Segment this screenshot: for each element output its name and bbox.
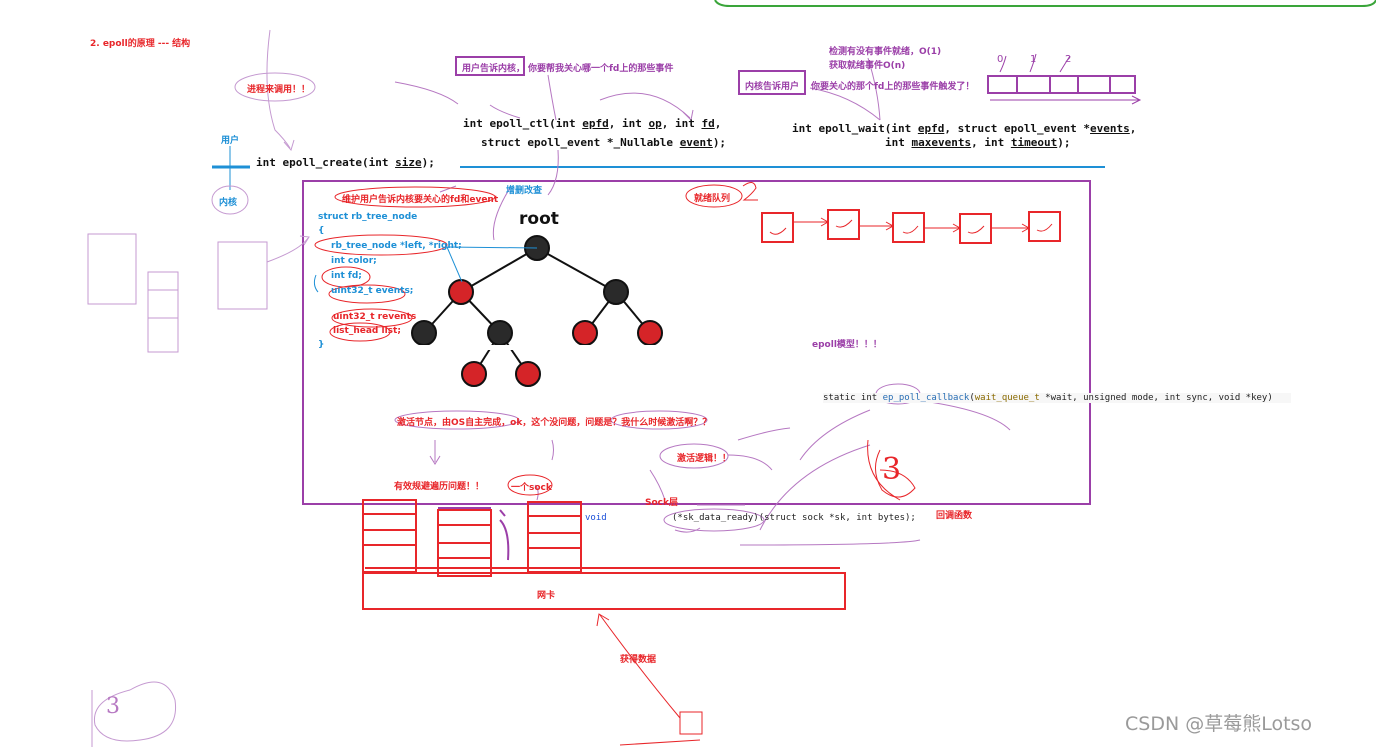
hand-num-1: 1	[1030, 54, 1037, 65]
watermark: CSDN @草莓熊Lotso	[1125, 713, 1313, 735]
hand-num-2: 2	[1065, 54, 1072, 65]
tree-root-label: root	[519, 209, 559, 229]
kernel-tells-user-rest: 你要关心的那个fd上的那些事件触发了！	[811, 82, 975, 92]
kernel-tells-user-frame	[738, 70, 806, 95]
ctl-p2: , int	[608, 117, 649, 130]
activate-logic-label: 激活逻辑！！	[677, 454, 732, 464]
kernel-label: 内核	[219, 198, 238, 208]
epoll-model-box	[302, 180, 1091, 505]
kernel-tells-user-box: 内核告诉用户	[745, 82, 800, 92]
ctl-p4: ,	[714, 117, 722, 130]
cb-a1: ep_poll_callback	[882, 393, 970, 403]
hand-num-0: 0	[997, 54, 1004, 65]
sk-p1: (*sk_data_ready)	[672, 513, 759, 523]
struct-line-1: {	[318, 226, 325, 236]
ctl-p3: , int	[661, 117, 702, 130]
sock-layer-label: Sock层	[645, 498, 678, 508]
wait2-a2: timeout	[1010, 136, 1058, 149]
hand-num-3-bottom: 3	[106, 694, 120, 719]
process-call-label: 进程来调用！！	[247, 85, 311, 95]
cb-p1: static int	[823, 393, 883, 403]
page-title: 2. epoll的原理 --- 结构	[90, 39, 191, 49]
epoll-wait-line2: int maxevents, int timeout);	[885, 136, 1070, 149]
struct-line-5: uint32_t events;	[331, 286, 414, 296]
user-tells-kernel-rest: 你要帮我关心哪一个fd上的那些事件	[528, 64, 674, 74]
ready-queue-list	[761, 209, 1061, 244]
wait-p3: ,	[1129, 122, 1137, 135]
hand-num-3: 3	[882, 452, 902, 487]
struct-line-0: struct rb_tree_node	[318, 212, 418, 222]
callback-label: 回调函数	[936, 511, 973, 521]
ctl-p1: int epoll_ctl(int	[463, 117, 583, 130]
user-label: 用户	[221, 136, 240, 146]
wait-a2: events	[1090, 122, 1130, 135]
epoll-ctl-line1: int epoll_ctl(int epfd, int op, int fd,	[463, 117, 721, 130]
ready-queue-arrows	[769, 217, 1053, 235]
epoll-wait-line1: int epoll_wait(int epfd, struct epoll_ev…	[792, 122, 1136, 135]
ctl-a1: epfd	[582, 117, 609, 130]
wait2-p2: , int	[971, 136, 1011, 149]
one-sock-label: 一个sock	[511, 483, 552, 493]
ready-queue-label: 就绪队列	[694, 194, 731, 204]
avoid-traverse-label: 有效规避遍历问题！！	[394, 482, 485, 492]
epoll-create-code: int epoll_create(int size);	[256, 156, 435, 169]
top-sketch-arrows	[394, 57, 881, 241]
crud-label: 增删改查	[506, 186, 543, 196]
wait2-a1: maxevents	[911, 136, 972, 149]
cb-p2: (	[969, 393, 975, 403]
wait2-p3: );	[1057, 136, 1071, 149]
nic-label: 网卡	[537, 591, 556, 601]
struct-line-6: uint32_t revents	[333, 312, 417, 322]
wait-a1: epfd	[917, 122, 945, 135]
cb-a2: wait_queue_t	[974, 393, 1040, 403]
epoll-create-arg: size	[395, 156, 422, 169]
epoll-create-pre: int epoll_create(int	[256, 156, 396, 169]
sock-buffers	[362, 499, 582, 577]
hand-2-mark	[742, 182, 758, 201]
get-ready-label: 获取就绪事件O(n)	[829, 61, 906, 71]
ctl-a3: fd	[701, 117, 715, 130]
sk-p2: (struct sock *sk, int bytes);	[758, 513, 916, 523]
rb-tree	[411, 235, 663, 387]
left-sketch-boxes	[87, 29, 316, 747]
user-tells-kernel-frame	[455, 56, 525, 76]
check-events-label: 检测有没有事件就绪，O(1)	[829, 47, 942, 57]
struct-line-3: int color;	[331, 256, 377, 266]
get-data-arrow	[596, 613, 703, 746]
void-keyword: void	[585, 513, 607, 523]
ctl2-a1: event	[679, 136, 713, 149]
maintain-label: 维护用户告诉内核要关心的fd和event	[342, 195, 499, 205]
epoll-create-post: );	[421, 156, 435, 169]
nic-box	[362, 572, 846, 610]
ready-array	[987, 75, 1136, 94]
get-data-label: 获得数据	[620, 655, 657, 665]
ctl-a2: op	[648, 117, 662, 130]
struct-annotations	[314, 186, 496, 342]
tree-mask	[408, 345, 664, 350]
top-green-border	[714, 0, 1376, 7]
sk-data-ready: (*sk_data_ready)(struct sock *sk, int by…	[672, 513, 916, 523]
wait-p1: int epoll_wait(int	[792, 122, 918, 135]
ctl2-p1: struct epoll_event *_Nullable	[481, 136, 680, 149]
struct-line-7: list_head list;	[333, 326, 401, 336]
struct-line-4: int fd;	[331, 271, 362, 281]
wait2-p1: int	[885, 136, 912, 149]
array-arrows	[990, 53, 1142, 105]
cb-p3: *wait, unsigned mode, int sync, void *ke…	[1039, 393, 1273, 403]
activate-node-label: 激活节点，由OS自主完成，ok，这个没问题，问题是？我什么时候激活啊？？	[397, 418, 712, 428]
ready-queue-label-circle	[685, 184, 743, 208]
user-tells-kernel-box: 用户告诉内核，	[462, 64, 526, 74]
epoll-model-label: epoll模型！！！	[812, 340, 882, 350]
wait-p2: , struct epoll_event *	[944, 122, 1091, 135]
struct-line-8: }	[318, 340, 325, 350]
epoll-ctl-line2: struct epoll_event *_Nullable event);	[481, 136, 726, 149]
sock-purple-tops	[438, 507, 510, 561]
struct-blue-links	[313, 246, 538, 293]
struct-line-2: rb_tree_node *left, *right;	[331, 241, 462, 251]
ctl2-p2: );	[712, 136, 727, 149]
callback-signature: static int ep_poll_callback(wait_queue_t…	[823, 393, 1291, 403]
